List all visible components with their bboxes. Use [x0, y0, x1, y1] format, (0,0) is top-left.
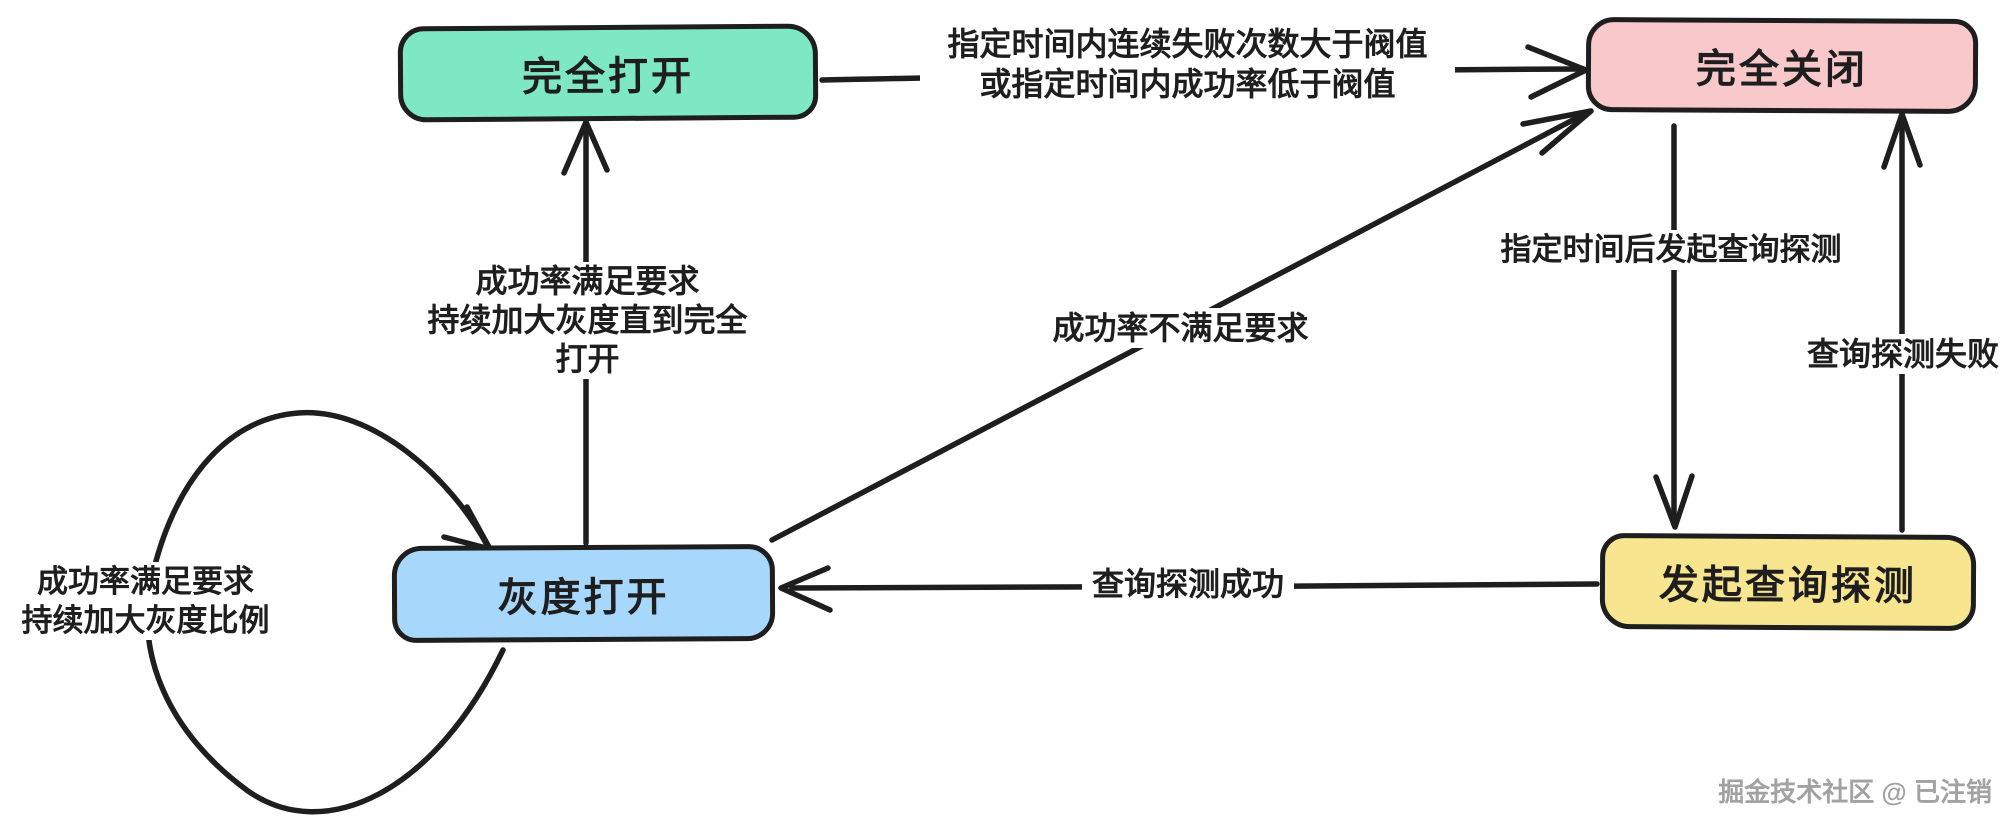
node-fully-closed-label: 完全关闭 [1695, 47, 1869, 92]
node-probe-label: 发起查询探测 [1658, 563, 1918, 609]
edge-probe-to-closed-arrowhead-icon [1881, 111, 1923, 170]
edge-label-closed-to-probe: 指定时间后发起查询探测 [1490, 230, 1852, 270]
edge-label-probe-to-closed-text: 查询探测失败 [1806, 336, 1999, 372]
edge-label-gray-to-closed: 成功率不满足要求 [1038, 308, 1323, 348]
edge-label-probe-to-gray-text: 查询探测成功 [1091, 566, 1284, 602]
edge-label-probe-to-gray: 查询探测成功 [1082, 564, 1294, 604]
node-fully-open-label: 完全打开 [521, 54, 695, 100]
edge-label-gray-to-open-line2: 持续加大灰度直到完全 [427, 302, 748, 338]
edge-label-open-to-closed-line2: 或指定时间内成功率低于阀值 [979, 66, 1396, 102]
node-fully-closed: 完全关闭 [1585, 16, 1979, 115]
watermark-text: 掘金技术社区 @ 已注销 [1718, 777, 1992, 807]
edge-label-gray-self-loop-line2: 持续加大灰度比例 [21, 603, 270, 638]
edge-label-open-to-closed: 指定时间内连续失败次数大于阀值 或指定时间内成功率低于阀值 [920, 24, 1455, 104]
edge-label-closed-to-probe-text: 指定时间后发起查询探测 [1500, 232, 1842, 267]
node-fully-open: 完全打开 [397, 23, 819, 123]
edge-label-gray-self-loop-line1: 成功率满足要求 [37, 564, 254, 599]
node-gray-open: 灰度打开 [391, 543, 776, 644]
edge-label-open-to-closed-line1: 指定时间内连续失败次数大于阀值 [947, 26, 1428, 62]
node-probe: 发起查询探测 [1599, 533, 1977, 631]
node-gray-open-label: 灰度打开 [497, 575, 670, 620]
edge-probe-to-gray-arrowhead-icon [778, 565, 833, 613]
edge-gray-to-open-arrowhead-icon [561, 119, 610, 176]
watermark: 掘金技术社区 @ 已注销 [1700, 772, 1992, 809]
edge-closed-to-probe-arrowhead-icon [1653, 473, 1695, 530]
edge-label-gray-to-open: 成功率满足要求 持续加大灰度直到完全 打开 [420, 262, 755, 379]
edge-gray-to-closed-arrowhead-icon [1520, 108, 1594, 156]
edge-label-probe-to-closed: 查询探测失败 [1796, 334, 2010, 374]
edge-label-gray-to-open-line3: 打开 [555, 341, 620, 377]
edge-open-to-closed-arrowhead-icon [1525, 44, 1589, 100]
edge-label-gray-self-loop: 成功率满足要求 持续加大灰度比例 [8, 562, 283, 640]
edge-label-gray-to-closed-text: 成功率不满足要求 [1052, 310, 1309, 346]
edge-label-gray-to-open-line1: 成功率满足要求 [475, 263, 700, 299]
